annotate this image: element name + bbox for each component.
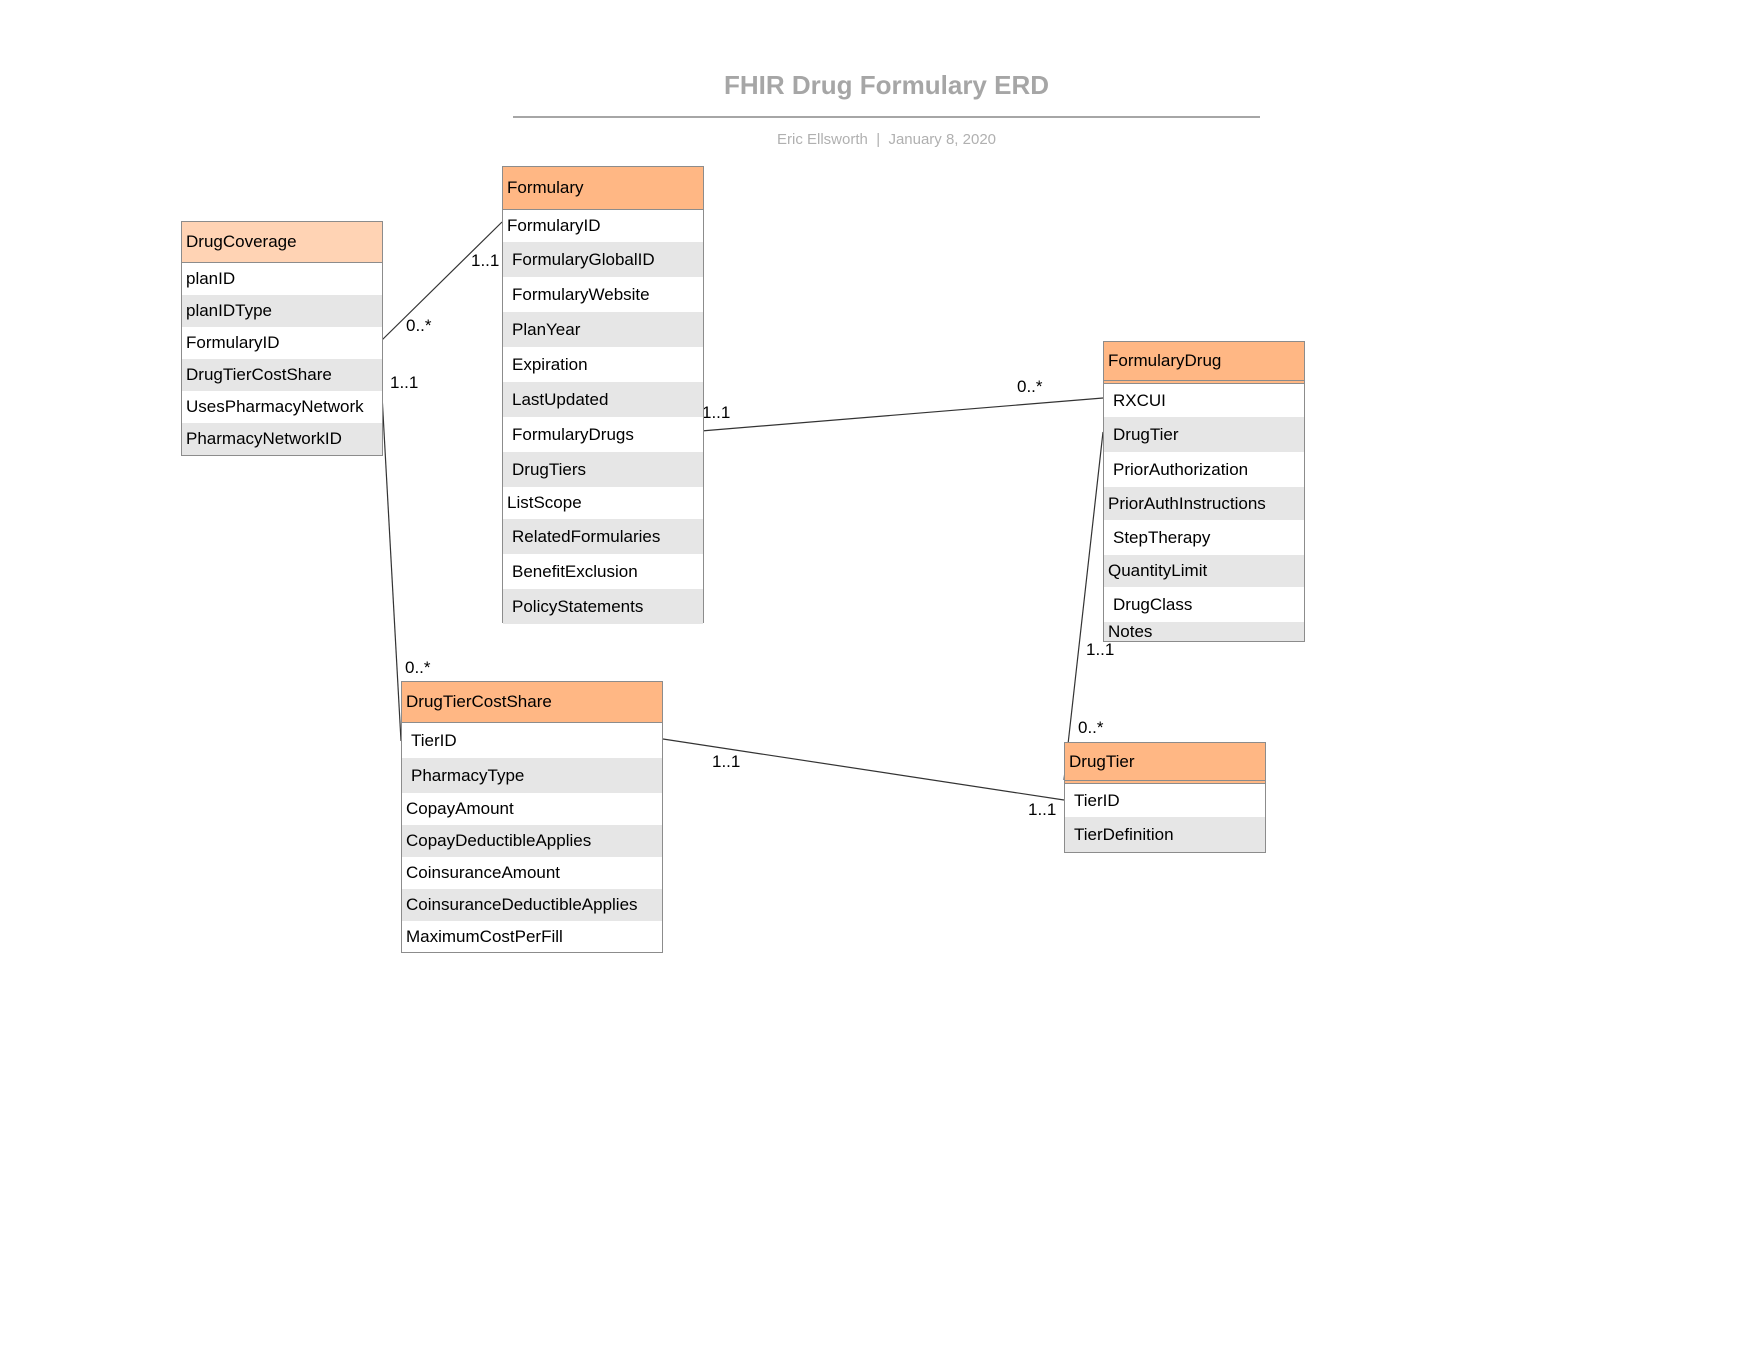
field-row: TierID [1074,790,1120,810]
field-row: FormularyWebsite [512,284,650,304]
entity-drug-tier[interactable]: DrugTier TierID TierDefinition [1064,742,1266,853]
diagram-subtitle: Eric Ellsworth | January 8, 2020 [513,131,1260,148]
field-row: CopayAmount [406,799,514,818]
field-row: ListScope [507,493,582,512]
field-row: TierID [411,730,457,750]
card-coverage-formulary-side: 0..* [406,316,432,335]
card-drug-tier-side: 1..1 [1086,640,1115,659]
field-row: Notes [1104,622,1304,641]
field-row: FormularyID [186,333,280,352]
entity-drug-tier-cost-share[interactable]: DrugTierCostShare TierID PharmacyType Co… [401,681,663,953]
field-row: RelatedFormularies [503,519,703,554]
field-row: planID [186,269,236,288]
card-tier-costshare-side: 1..1 [1028,800,1057,819]
field-row: QuantityLimit [1104,555,1304,587]
link-drug-tier [1063,431,1104,781]
card-formulary-drug-side: 1..1 [702,403,731,422]
entity-formulary[interactable]: Formulary FormularyID FormularyGlobalID … [502,166,704,624]
field-row: DrugTierCostShare [182,359,382,391]
field-row: Expiration [512,354,588,374]
field-row: PlanYear [503,312,703,347]
card-costshare-tier-side: 1..1 [712,752,741,771]
field-row: PriorAuthInstructions [1104,487,1304,520]
card-drug-formulary-side: 0..* [1017,377,1043,396]
field-row: RXCUI [1113,390,1166,410]
entity-header: Formulary [503,167,703,210]
field-row: PriorAuthorization [1113,459,1249,479]
field-row: StepTherapy [1113,527,1211,547]
field-row: FormularyGlobalID [503,242,703,277]
author: Eric Ellsworth [776,131,868,148]
entity-header: FormularyDrug [1104,342,1304,384]
link-coverage-costshare [381,394,402,742]
field-row: CoinsuranceAmount [406,863,561,882]
field-row: CoinsuranceDeductibleApplies [402,889,662,921]
field-row: UsesPharmacyNetwork [186,397,364,416]
entity-header: DrugCoverage [182,222,382,263]
card-tier-drug-side: 0..* [1078,718,1104,737]
title-divider [513,116,1260,118]
entity-header: DrugTier [1065,743,1265,784]
field-row: BenefitExclusion [512,561,638,581]
field-row: DrugTiers [503,452,703,487]
field-row: CopayDeductibleApplies [402,825,662,857]
entity-drug-coverage[interactable]: DrugCoverage planID planIDType Formulary… [181,221,383,456]
link-formulary-drug [700,397,1104,432]
field-row: FormularyID [507,216,601,235]
link-coverage-formulary [381,221,503,341]
field-row: planIDType [182,295,382,327]
field-row: DrugTier [1104,417,1304,452]
field-row: FormularyDrugs [512,424,634,444]
field-row: TierDefinition [1065,817,1265,852]
subtitle-separator: | [876,131,881,148]
card-coverage-costshare-side: 1..1 [390,373,419,392]
field-row: PharmacyNetworkID [182,423,382,455]
field-row: PharmacyType [402,758,662,793]
link-costshare-tier [662,738,1065,801]
field-row: MaximumCostPerFill [406,927,563,946]
diagram-title: FHIR Drug Formulary ERD [723,70,1050,100]
field-row: LastUpdated [503,382,703,417]
date: January 8, 2020 [888,131,997,148]
field-row: DrugClass [1113,594,1193,614]
card-costshare-coverage-side: 0..* [405,658,431,677]
entity-header: DrugTierCostShare [402,682,662,723]
entity-formulary-drug[interactable]: FormularyDrug RXCUI DrugTier PriorAuthor… [1103,341,1305,642]
card-formulary-side: 1..1 [471,251,500,270]
field-row: PolicyStatements [503,589,703,624]
